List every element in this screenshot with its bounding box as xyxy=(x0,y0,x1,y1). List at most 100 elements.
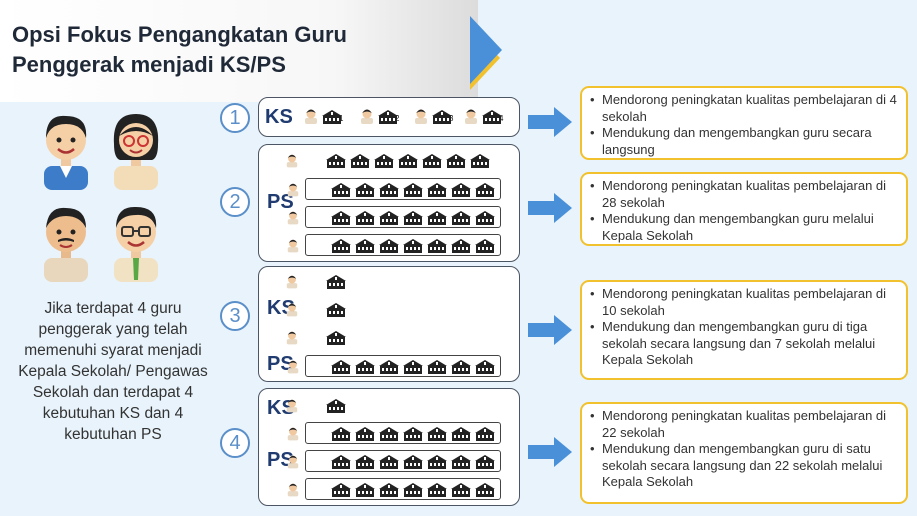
school-icon xyxy=(325,153,347,169)
option-3-panel: KS PS xyxy=(258,266,520,382)
option-4-outcome: Mendorong peningkatan kualitas pembelaja… xyxy=(580,402,908,504)
teacher-icon xyxy=(286,424,300,441)
school-icon xyxy=(330,238,352,254)
ks-row-1: 1 2 3 4 xyxy=(303,106,513,128)
school-icon xyxy=(378,210,400,226)
school-number: 4 xyxy=(499,114,504,123)
school-icon xyxy=(426,182,448,198)
school-number: 3 xyxy=(449,114,454,123)
teacher-icon xyxy=(303,106,319,124)
school-icon xyxy=(354,482,376,498)
role-label-ps: PS xyxy=(267,449,294,471)
school-icon xyxy=(450,182,472,198)
teacher-icon xyxy=(114,206,158,282)
role-label-ks: KS xyxy=(265,106,293,128)
ps-row xyxy=(305,234,501,256)
title-band: Opsi Fokus Pengangkatan Guru Penggerak m… xyxy=(0,0,478,102)
ps-row xyxy=(305,178,501,200)
title-triangle-icon xyxy=(470,16,502,90)
school-icon xyxy=(330,482,352,498)
school-icon xyxy=(474,359,496,375)
option-number-4: 4 xyxy=(220,428,250,458)
school-icon xyxy=(354,182,376,198)
role-label-ps: PS xyxy=(267,191,294,213)
school-icon xyxy=(402,238,424,254)
option-number-1: 1 xyxy=(220,103,250,133)
school-icon xyxy=(397,153,419,169)
school-icon xyxy=(402,182,424,198)
school-icon xyxy=(354,238,376,254)
school-icon xyxy=(325,302,347,318)
arrow-right-icon xyxy=(528,315,572,345)
school-icon xyxy=(325,274,347,290)
school-icon xyxy=(450,238,472,254)
ks-row xyxy=(305,395,365,417)
teacher-icon xyxy=(286,357,300,374)
school-icon xyxy=(474,182,496,198)
teacher-icon xyxy=(413,106,429,124)
school-icon xyxy=(450,210,472,226)
ps-row xyxy=(305,422,501,444)
ks-row xyxy=(305,327,365,349)
school-icon xyxy=(445,153,467,169)
school-icon xyxy=(402,210,424,226)
school-icon xyxy=(450,482,472,498)
teacher-illustrations xyxy=(38,110,168,285)
school-icon xyxy=(378,482,400,498)
school-icon xyxy=(450,454,472,470)
school-icon xyxy=(474,454,496,470)
school-icon xyxy=(426,426,448,442)
school-icon xyxy=(378,454,400,470)
school-icon xyxy=(474,210,496,226)
school-icon xyxy=(450,426,472,442)
school-icon xyxy=(474,482,496,498)
teacher-icon xyxy=(285,328,299,345)
outcome-point: Mendukung dan mengembangkan guru di tiga… xyxy=(590,319,898,369)
option-1-panel: KS 1 2 3 4 xyxy=(258,97,520,137)
teacher-icon xyxy=(463,106,479,124)
school-icon xyxy=(426,454,448,470)
option-2-outcome: Mendorong peningkatan kualitas pembelaja… xyxy=(580,172,908,246)
outcome-point: Mendorong peningkatan kualitas pembelaja… xyxy=(590,408,898,441)
title-line-2: Penggerak menjadi KS/PS xyxy=(12,52,286,77)
school-icon xyxy=(349,153,371,169)
school-icon xyxy=(378,359,400,375)
teacher-icon xyxy=(359,106,375,124)
school-icon xyxy=(402,454,424,470)
school-icon xyxy=(325,330,347,346)
school-icon xyxy=(426,359,448,375)
school-number: 2 xyxy=(395,114,400,123)
option-1-outcome: Mendorong peningkatan kualitas pembelaja… xyxy=(580,86,908,160)
option-4-panel: KS PS xyxy=(258,388,520,506)
outcome-point: Mendorong peningkatan kualitas pembelaja… xyxy=(590,178,898,211)
scenario-caption: Jika terdapat 4 guru penggerak yang tela… xyxy=(18,300,208,443)
school-icon xyxy=(402,482,424,498)
teacher-icon xyxy=(285,300,299,317)
school-icon xyxy=(330,454,352,470)
teacher-icon xyxy=(285,396,299,413)
teacher-icon xyxy=(286,208,300,225)
option-number-3: 3 xyxy=(220,301,250,331)
school-icon xyxy=(330,359,352,375)
teacher-icon xyxy=(286,180,300,197)
school-number: 1 xyxy=(339,114,344,123)
outcome-point: Mendukung dan mengembangkan guru di satu… xyxy=(590,441,898,491)
teacher-icon xyxy=(44,207,88,282)
ps-row xyxy=(305,450,501,472)
school-icon xyxy=(474,238,496,254)
school-icon xyxy=(378,238,400,254)
ps-row xyxy=(305,355,501,377)
school-icon xyxy=(354,210,376,226)
school-icon xyxy=(354,359,376,375)
ks-row xyxy=(305,271,365,293)
ps-row xyxy=(305,206,501,228)
school-icon xyxy=(474,426,496,442)
ps-row xyxy=(305,478,501,500)
school-icon xyxy=(426,210,448,226)
school-icon xyxy=(402,426,424,442)
outcome-point: Mendukung dan mengembangkan guru melalui… xyxy=(590,211,898,244)
arrow-right-icon xyxy=(528,107,572,137)
school-icon xyxy=(426,238,448,254)
school-icon xyxy=(421,153,443,169)
teacher-icon xyxy=(286,480,300,497)
